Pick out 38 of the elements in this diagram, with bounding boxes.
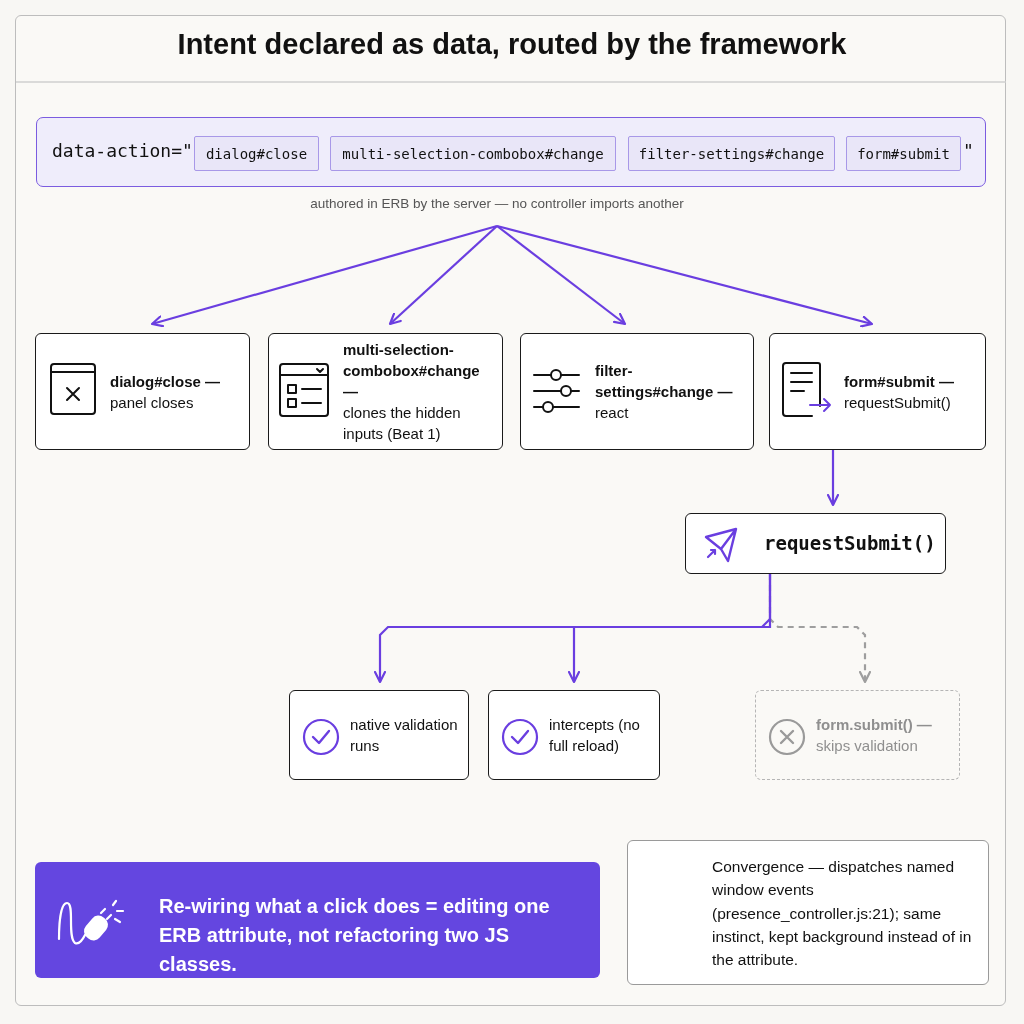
handler-card — [35, 333, 250, 450]
arrow — [150, 224, 498, 328]
handler-description: skips validation — [816, 736, 919, 756]
handler-card — [289, 690, 469, 780]
handler-description: requestSubmit() — [844, 392, 952, 413]
caption: authored in ERB by the server — no controller imports another — [262, 196, 732, 216]
code-chip: form#submit — [846, 136, 961, 171]
code-chip: dialog#close — [194, 136, 319, 171]
handler-card — [488, 690, 660, 780]
handler-name: form#submit — — [844, 371, 955, 392]
code-text: data-action=" — [52, 140, 193, 161]
result-text: intercepts (no full reload) — [549, 715, 641, 756]
method-name: requestSubmit() — [764, 531, 937, 557]
code-chip: multi-selection-combobox#change — [330, 136, 616, 171]
title: Intent declared as data, routed by the framework — [176, 28, 848, 61]
handler-name: dialog#close — — [110, 371, 222, 392]
callout-text: Re-wiring what a click does = editing one ERB attribute, not refactoring two JS classes. — [159, 894, 551, 977]
note-card — [627, 840, 989, 985]
handler-description: panel closes — [110, 392, 195, 413]
handler-card — [769, 333, 986, 450]
arrow — [496, 225, 627, 326]
handler-description: react — [595, 403, 630, 423]
handler-description: clones the hidden inputs (Beat 1) — [343, 403, 462, 444]
method-box — [685, 513, 946, 574]
arrow — [567, 574, 772, 684]
note-text: Convergence — dispatches named window events (presence_controller.js:21); same instinct, kept background instead of in the attribute. — [712, 857, 973, 970]
arrow — [388, 225, 498, 326]
alternative-card — [755, 690, 960, 780]
handler-name: form.submit() — — [816, 715, 933, 735]
callout-banner — [35, 862, 600, 978]
result-text: native validation runs — [350, 715, 459, 756]
arrow — [496, 224, 874, 328]
code-chip: filter-settings#change — [628, 136, 835, 171]
code-attribute-box — [36, 117, 986, 187]
code-text: " — [963, 140, 974, 161]
handler-card — [268, 333, 503, 450]
handler-card — [520, 333, 754, 450]
arrow — [826, 450, 840, 507]
